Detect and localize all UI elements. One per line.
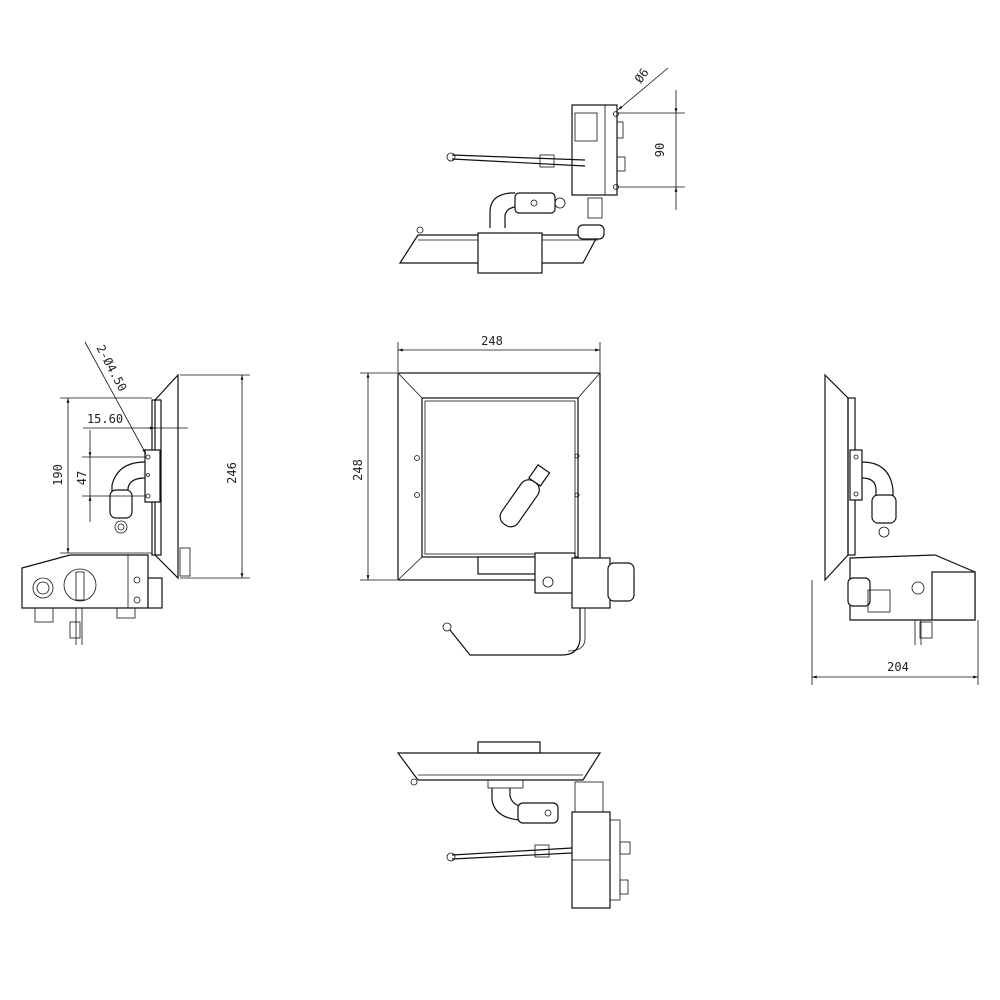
front-outer-frame xyxy=(397,372,601,581)
bottom-junction-box xyxy=(477,741,541,754)
dim-left-height: 190 xyxy=(51,464,65,486)
top-view: 90 Ø6 xyxy=(398,66,685,274)
left-bracket xyxy=(144,449,161,503)
dim-left-hole-spacing: 47 xyxy=(75,471,89,485)
dim-right-depth: 204 xyxy=(887,660,909,674)
dim-top-hole-spacing: 90 xyxy=(653,143,667,157)
top-rod xyxy=(451,154,586,161)
left-view: 246 190 47 15.60 2-Ø4.50 xyxy=(21,341,250,645)
front-nozzle xyxy=(499,464,551,528)
front-inner-frame xyxy=(421,397,579,558)
left-nozzle xyxy=(109,489,133,519)
front-control-unit xyxy=(571,557,611,609)
bottom-view xyxy=(396,741,631,909)
dim-left-total-height: 246 xyxy=(225,462,239,484)
top-elbow xyxy=(489,192,515,228)
front-valve xyxy=(534,552,576,594)
front-view: 248 248 xyxy=(351,334,635,656)
dim-front-height: 248 xyxy=(351,459,365,481)
bottom-nozzle xyxy=(517,802,559,824)
right-bracket xyxy=(849,449,863,501)
top-junction-box xyxy=(477,232,543,274)
right-nozzle xyxy=(871,494,897,524)
front-rod xyxy=(449,608,581,656)
dim-top-hole-diameter: Ø6 xyxy=(632,66,652,86)
top-nozzle xyxy=(514,192,556,214)
bottom-flare xyxy=(396,752,602,781)
right-view: 204 xyxy=(811,373,979,685)
dim-left-offset: 15.60 xyxy=(87,412,123,426)
right-flare xyxy=(824,373,849,582)
top-control-unit xyxy=(571,104,618,196)
bottom-rod xyxy=(451,847,573,856)
front-junction-box xyxy=(477,556,541,575)
dim-front-width: 248 xyxy=(481,334,503,348)
left-flare xyxy=(154,373,179,580)
